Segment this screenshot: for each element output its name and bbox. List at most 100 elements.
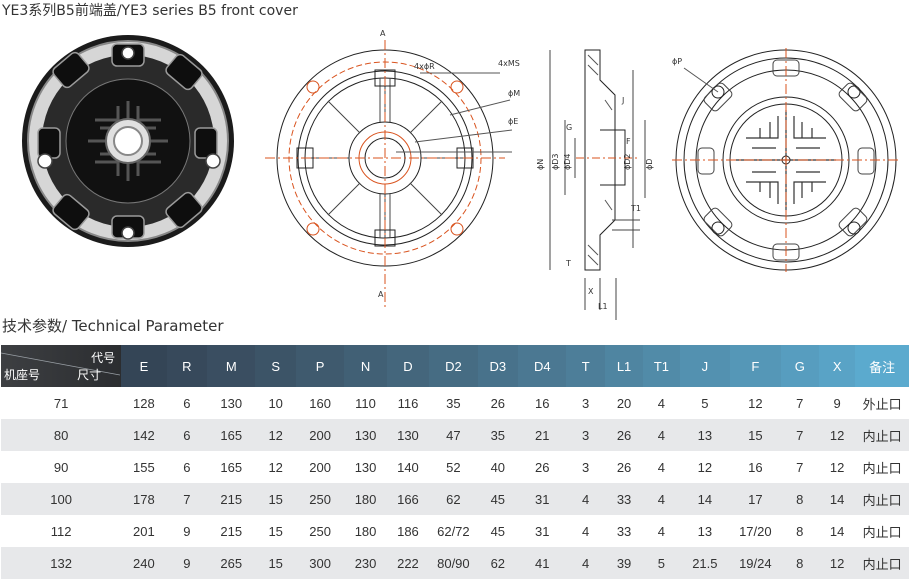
page-title: YE3系列B5前端盖/YE3 series B5 front cover <box>2 3 298 19</box>
frame-size-cell: 100 <box>1 483 122 515</box>
label-n: ϕN <box>536 159 545 170</box>
col-header-p: P <box>295 345 345 387</box>
table-cell: 4 <box>566 515 605 547</box>
table-cell: 160 <box>295 387 345 419</box>
col-header-remark: 备注 <box>855 345 909 387</box>
table-cell: 33 <box>604 515 644 547</box>
label-d: ϕD <box>645 159 654 170</box>
table-cell: 62 <box>477 547 519 579</box>
table-cell: 3 <box>566 451 605 483</box>
table-cell: 7 <box>780 419 819 451</box>
table-cell: 7 <box>166 483 208 515</box>
table-cell: 4 <box>643 515 680 547</box>
back-view-drawing: ϕP <box>672 48 900 272</box>
col-header-e: E <box>121 345 167 387</box>
table-cell: 4 <box>566 547 605 579</box>
table-cell: 12 <box>255 451 296 483</box>
col-header-l1: L1 <box>604 345 644 387</box>
table-cell: 6 <box>166 419 208 451</box>
table-cell: 内止口 <box>855 483 909 515</box>
table-cell: 230 <box>344 547 387 579</box>
table-cell: 15 <box>255 483 296 515</box>
table-cell: 200 <box>295 451 345 483</box>
technical-drawings: A A 4xϕR 4xMS ϕM ϕE J G F ϕN ϕD3 ϕD4 ϕD2… <box>22 29 900 320</box>
table-cell: 201 <box>121 515 167 547</box>
table-cell: 45 <box>477 483 519 515</box>
table-cell: 5 <box>643 547 680 579</box>
section-subtitle: 技术参数/ Technical Parameter <box>2 317 224 335</box>
table-cell: 13 <box>679 515 731 547</box>
table-cell: 215 <box>207 515 256 547</box>
table-cell: 16 <box>518 387 567 419</box>
table-cell: 12 <box>679 451 731 483</box>
table-cell: 33 <box>604 483 644 515</box>
table-cell: 130 <box>207 387 256 419</box>
table-cell: 15 <box>730 419 781 451</box>
col-header-d4: D4 <box>518 345 567 387</box>
table-cell: 26 <box>604 451 644 483</box>
table-cell: 12 <box>818 419 856 451</box>
cover-photo <box>22 35 234 247</box>
col-header-t1: T1 <box>643 345 680 387</box>
table-cell: 12 <box>818 547 856 579</box>
technical-parameter-table: 代号 尺寸 机座号 E R M S P N D D2 D3 D4 T L1 T1… <box>1 345 909 579</box>
table-cell: 内止口 <box>855 547 909 579</box>
label-a-top: A <box>380 29 386 38</box>
label-d4: ϕD4 <box>563 153 572 170</box>
col-header-d3: D3 <box>477 345 519 387</box>
table-cell: 4 <box>643 387 680 419</box>
label-m: ϕM <box>508 89 520 98</box>
table-cell: 4 <box>643 419 680 451</box>
table-cell: 21 <box>518 419 567 451</box>
table-cell: 165 <box>207 451 256 483</box>
table-cell: 180 <box>344 483 387 515</box>
table-cell: 26 <box>604 419 644 451</box>
table-cell: 12 <box>730 387 781 419</box>
col-header-m: M <box>207 345 256 387</box>
table-cell: 7 <box>780 387 819 419</box>
table-cell: 35 <box>429 387 478 419</box>
table-cell: 40 <box>477 451 519 483</box>
table-cell: 155 <box>121 451 167 483</box>
table-cell: 8 <box>780 515 819 547</box>
table-cell: 13 <box>679 419 731 451</box>
col-header-d: D <box>386 345 430 387</box>
table-cell: 4 <box>566 483 605 515</box>
table-cell: 17 <box>730 483 781 515</box>
corner-label-frame: 机座号 <box>4 368 41 382</box>
table-cell: 35 <box>477 419 519 451</box>
table-header-row: 代号 尺寸 机座号 E R M S P N D D2 D3 D4 T L1 T1… <box>1 345 909 387</box>
col-header-s: S <box>255 345 296 387</box>
label-4xr: 4xϕR <box>414 62 435 71</box>
col-header-x: X <box>818 345 856 387</box>
table-cell: 180 <box>344 515 387 547</box>
table-cell: 110 <box>344 387 387 419</box>
label-a-bottom: A <box>378 290 384 299</box>
table-cell: 26 <box>518 451 567 483</box>
table-cell: 222 <box>386 547 430 579</box>
col-header-d2: D2 <box>429 345 478 387</box>
frame-size-cell: 112 <box>1 515 122 547</box>
table-cell: 31 <box>518 483 567 515</box>
table-cell: 130 <box>344 451 387 483</box>
table-cell: 4 <box>643 483 680 515</box>
table-cell: 80/90 <box>429 547 478 579</box>
label-t1: T1 <box>630 204 641 213</box>
label-d3: ϕD3 <box>551 153 560 170</box>
label-x: X <box>588 287 594 296</box>
corner-label-dimension: 尺寸 <box>77 368 102 382</box>
table-cell: 300 <box>295 547 345 579</box>
table-cell: 250 <box>295 483 345 515</box>
table-cell: 52 <box>429 451 478 483</box>
table-cell: 14 <box>818 515 856 547</box>
label-l1: L1 <box>598 302 608 311</box>
col-header-n: N <box>344 345 387 387</box>
table-cell: 内止口 <box>855 515 909 547</box>
col-header-g: G <box>780 345 819 387</box>
header-corner-cell: 代号 尺寸 机座号 <box>1 345 122 387</box>
table-cell: 250 <box>295 515 345 547</box>
